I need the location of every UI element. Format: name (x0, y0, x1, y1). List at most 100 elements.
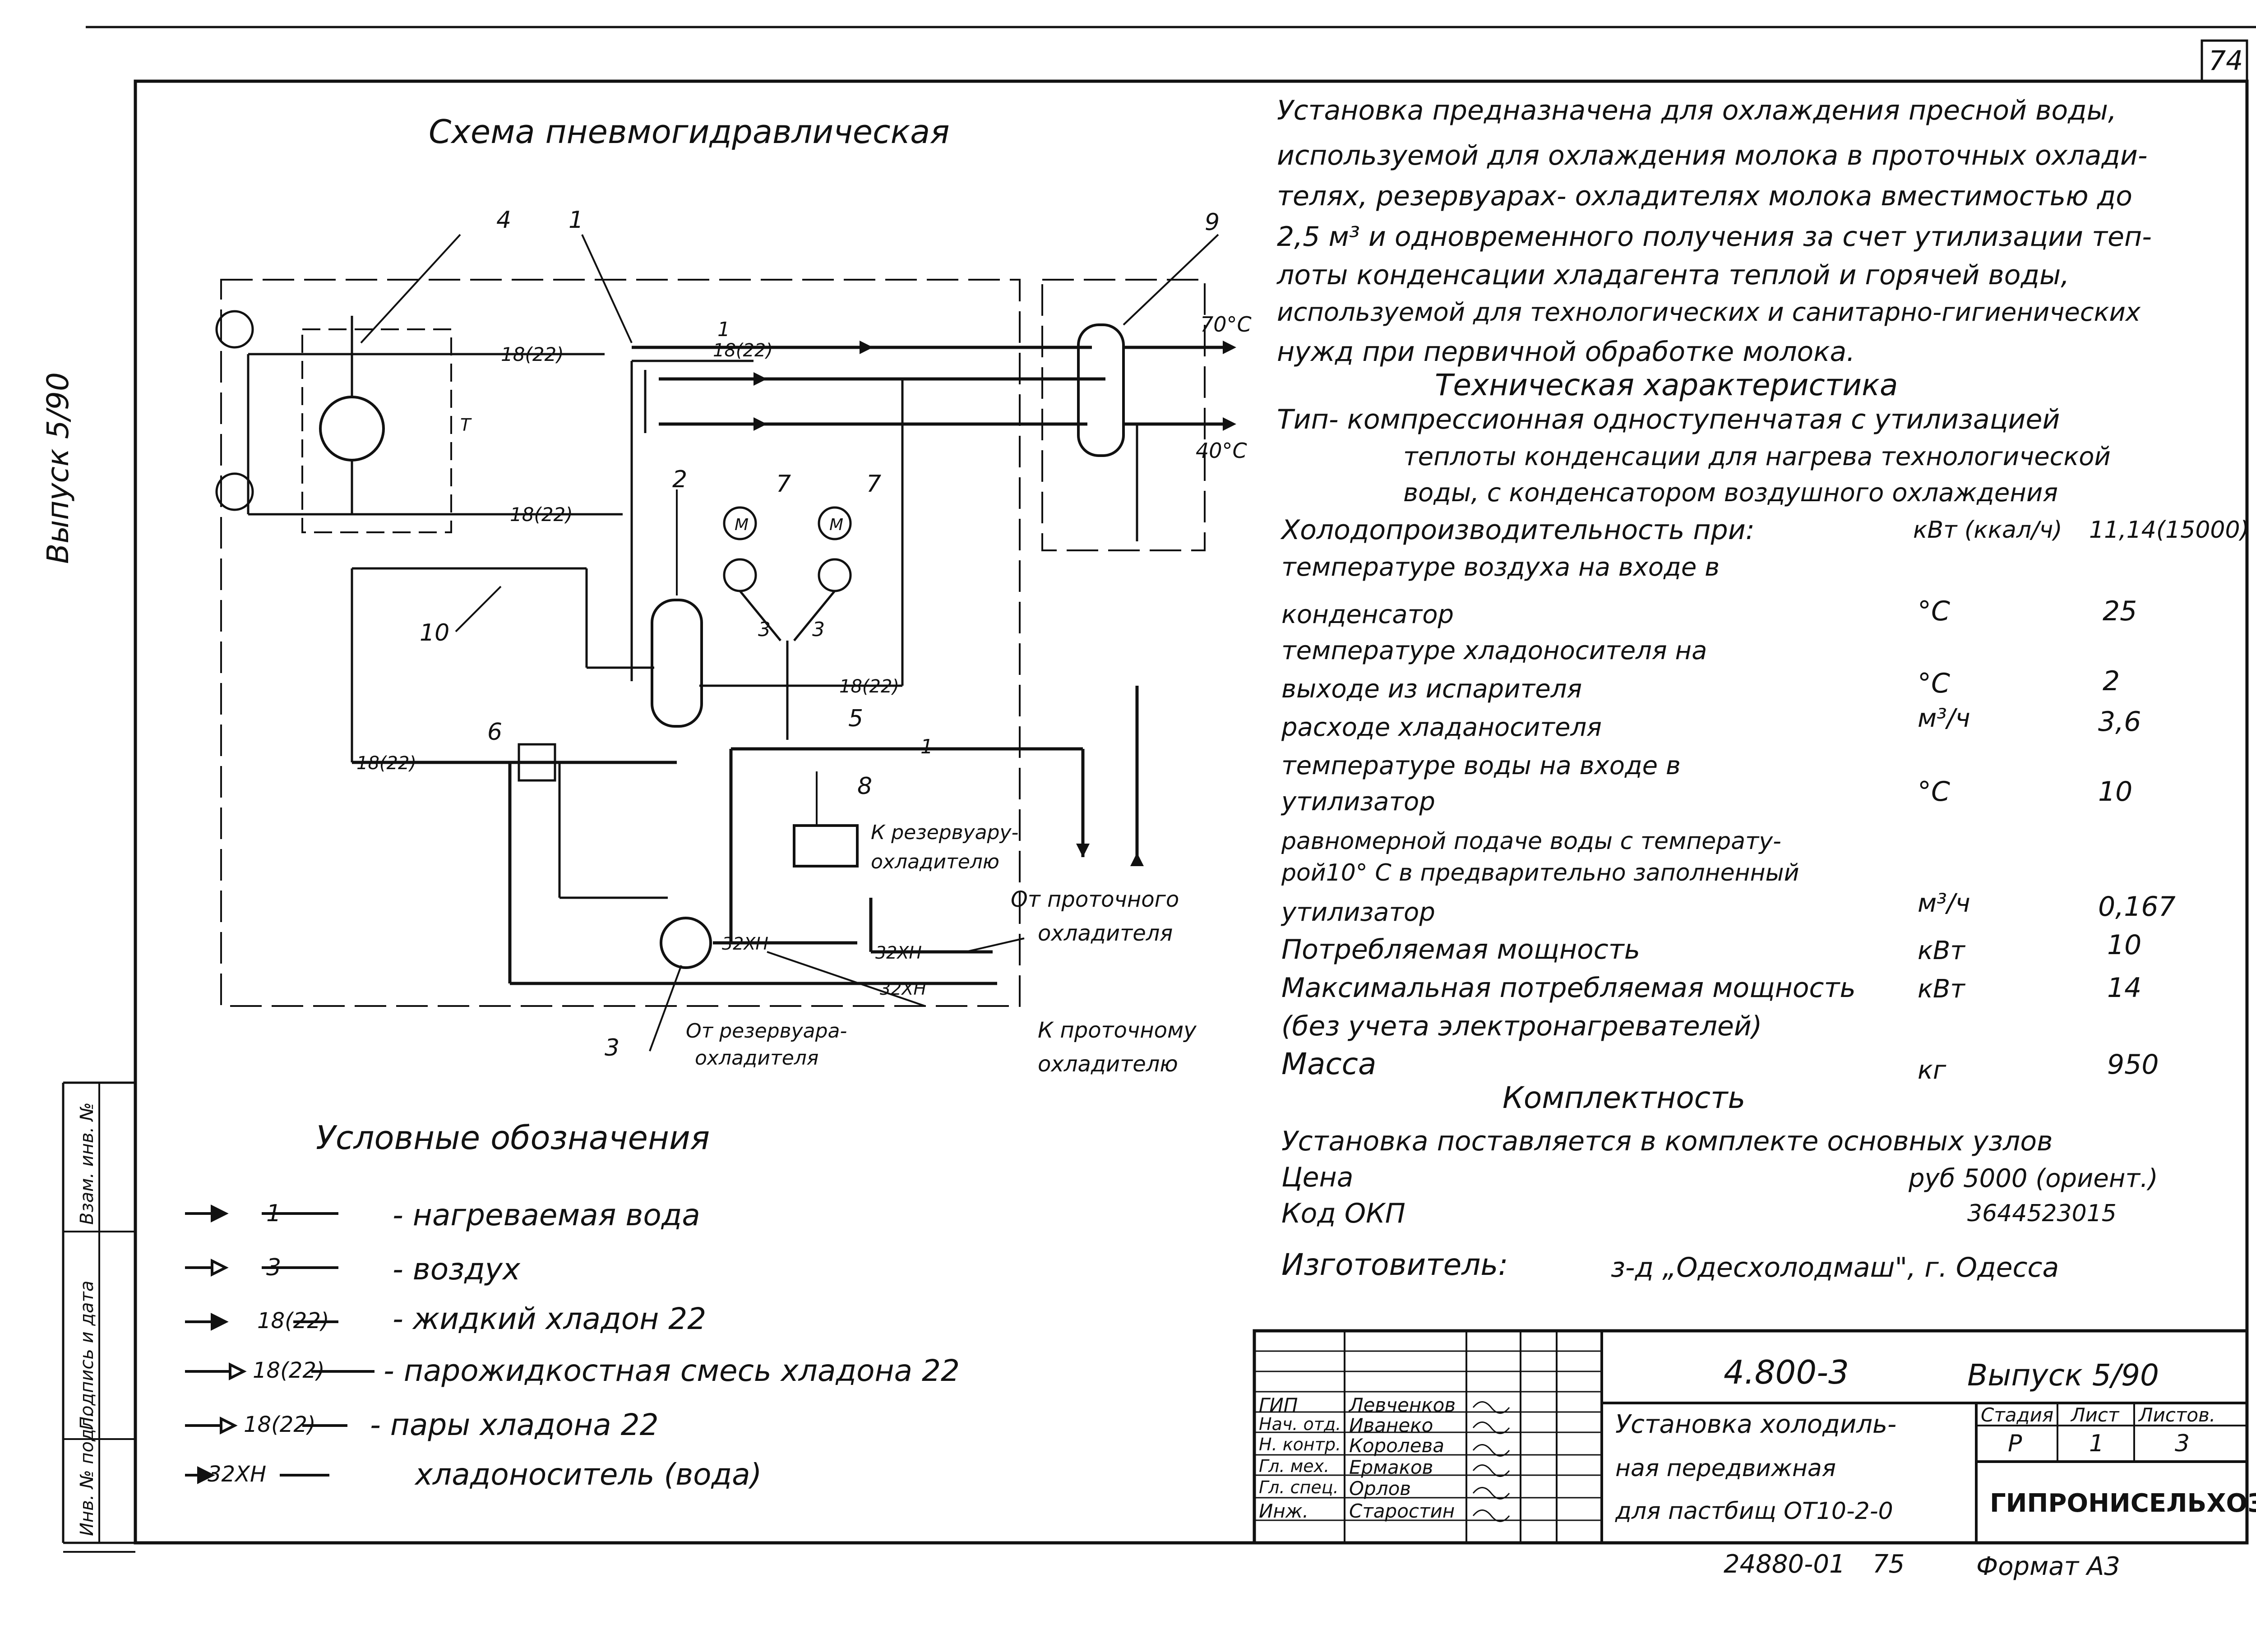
ann-to-flow-1: К проточному (1038, 1018, 1197, 1043)
legend-code-5: 18(22) (244, 1412, 316, 1437)
tb-sheet-header: Лист (2071, 1404, 2119, 1426)
legend-title: Условные обозначения (316, 1119, 710, 1157)
scheme-title: Схема пневмогидравлическая (429, 113, 950, 151)
ann-to-reservoir-2: охладителю (871, 850, 999, 873)
tech-row-7-label: утилизатор (1281, 787, 1435, 817)
tech-row-2-label: конденсатор (1281, 600, 1454, 629)
tech-row-12-label: Максимальная потребляемая мощность (1281, 972, 1856, 1004)
desc-line-1: Установка предназначена для охлаждения п… (1277, 95, 2117, 126)
legend-text-2: - воздух (393, 1252, 520, 1287)
tech-row-11-value: 10 (2107, 929, 2142, 961)
desc-line-6: используемой для технологических и санит… (1277, 298, 2141, 327)
tb-name-1: Иванеко (1349, 1414, 1433, 1436)
completeness-line: Установка поставляется в комплекте основ… (1281, 1126, 2053, 1157)
okp-label: Код ОКП (1281, 1198, 1405, 1229)
tb-name-2: Королева (1349, 1435, 1445, 1457)
tech-row-14-value: 950 (2107, 1049, 2159, 1080)
price-label: Цена (1281, 1162, 1354, 1193)
temp-70: 70°C (1200, 312, 1252, 337)
desc-line-3: телях, резервуарах- охладителях молока в… (1277, 180, 2132, 212)
desc-line-4: 2,5 м³ и одновременного получения за сче… (1277, 221, 2152, 253)
pos-label-3: 3 (605, 1034, 619, 1061)
tb-name-5: Старостин (1349, 1500, 1455, 1522)
tech-row-4-label: выходе из испарителя (1281, 674, 1582, 704)
tb-role-0: ГИП (1259, 1394, 1298, 1416)
tech-row-5-value: 3,6 (2098, 706, 2141, 738)
tb-sheets-header: Листов. (2139, 1404, 2216, 1426)
tech-title: Техническая характеристика (1435, 368, 1898, 402)
desc-line-2: используемой для охлаждения молока в про… (1277, 140, 2148, 171)
tech-row-6-label: температуре воды на входе в (1281, 751, 1681, 780)
tech-type-1: Тип- компрессионная одноступенчатая с ут… (1277, 404, 2060, 435)
legend-text-3: - жидкий хладон 22 (393, 1301, 707, 1336)
tech-row-4-unit: °С (1918, 668, 1950, 699)
code-air-2: 3 (812, 618, 825, 641)
ann-from-reservoir-2: охладителя (695, 1047, 818, 1070)
legend-text-4: - парожидкостная смесь хладона 22 (384, 1353, 960, 1388)
okp-value: 3644523015 (1967, 1200, 2117, 1227)
ann-to-reservoir-1: К резервуару- (871, 821, 1018, 844)
tech-row-1-label: температуре воздуха на входе в (1281, 553, 1720, 582)
footer-archive: 24880-01 (1724, 1550, 1845, 1579)
tb-role-2: Н. контр. (1259, 1435, 1341, 1454)
tech-row-14-label: Масса (1281, 1047, 1377, 1081)
desc-line-7: нужд при первичной обработке молока. (1277, 336, 1855, 368)
tech-row-7-unit: °С (1918, 776, 1950, 808)
pos-label-6: 6 (487, 719, 502, 746)
tb-stage: Р (2008, 1430, 2022, 1457)
tb-code: 4.800-3 (1724, 1353, 1849, 1391)
ann-from-flow-2: охладителя (1038, 921, 1173, 946)
pos-label-5: 5 (848, 705, 863, 732)
tech-row-4-value: 2 (2103, 665, 2120, 697)
tech-row-14-unit: кг (1918, 1056, 1946, 1085)
tb-role-3: Гл. мех. (1259, 1456, 1330, 1476)
tech-row-10-unit: м³/ч (1918, 889, 1970, 918)
code-brine-1: 32ХН (722, 934, 768, 954)
tech-type-2: теплоты конденсации для нагрева технолог… (1403, 442, 2111, 471)
motor-letter-1: М (735, 516, 749, 534)
gauge-letter: Т (460, 415, 472, 435)
tb-role-4: Гл. спец. (1259, 1477, 1339, 1497)
footer-format: Формат А3 (1976, 1552, 2120, 1581)
tech-row-12-unit: кВт (1918, 974, 1965, 1004)
tech-row-12-value: 14 (2107, 972, 2142, 1004)
ann-from-reservoir-1: От резервуара- (686, 1020, 847, 1043)
temp-40: 40°C (1196, 438, 1247, 463)
legend-text-1: - нагреваемая вода (393, 1198, 700, 1232)
tb-name-line-3: для пастбищ ОТ10-2-0 (1615, 1498, 1893, 1525)
desc-line-5: лоты конденсации хладагента теплой и гор… (1277, 259, 2070, 291)
pos-label-9: 9 (1205, 209, 1220, 236)
tech-row-2-value: 25 (2103, 595, 2137, 627)
code-water-1: 1 (717, 318, 730, 341)
tb-stage-header: Стадия (1981, 1404, 2054, 1426)
tb-role-1: Нач. отд. (1259, 1414, 1341, 1434)
legend-code-3: 18(22) (257, 1308, 329, 1334)
pos-label-7b: 7 (866, 471, 881, 498)
pos-label-4: 4 (496, 207, 511, 234)
legend-text-6: хладоноситель (вода) (415, 1457, 762, 1492)
code-liquid-6: 18(22) (356, 753, 416, 774)
code-liquid-5: 18(22) (839, 676, 899, 697)
tb-sheets: 3 (2175, 1430, 2190, 1457)
tech-row-5-label: расходе хладаносителя (1281, 713, 1602, 742)
pos-label-10: 10 (420, 619, 449, 646)
pos-label-8: 8 (857, 773, 872, 800)
tb-name-line-1: Установка холодиль- (1615, 1410, 1897, 1439)
tech-row-0-label: Холодопроизводительность при: (1281, 514, 1755, 546)
tech-row-5-unit: м³/ч (1918, 704, 1970, 733)
tech-row-8-label: равномерной подаче воды с температу- (1281, 828, 1781, 855)
tb-name-3: Ермаков (1349, 1456, 1433, 1478)
sheet-number: 74 (2209, 45, 2243, 77)
code-water-2: 1 (920, 735, 933, 758)
tb-name-line-2: ная передвижная (1615, 1455, 1836, 1482)
code-liquid-top2: 18(22) (713, 340, 773, 361)
pos-label-2: 2 (672, 466, 687, 493)
legend-text-5: - пары хладона 22 (370, 1407, 659, 1442)
legend-code-6: 32ХН (208, 1462, 267, 1487)
tb-org: ГИПРОНИСЕЛЬХОЗ (1990, 1489, 2256, 1518)
tb-name-0: Левченков (1349, 1394, 1456, 1416)
motor-letter-2: М (829, 516, 843, 534)
code-liquid-mid: 18(22) (510, 503, 573, 526)
